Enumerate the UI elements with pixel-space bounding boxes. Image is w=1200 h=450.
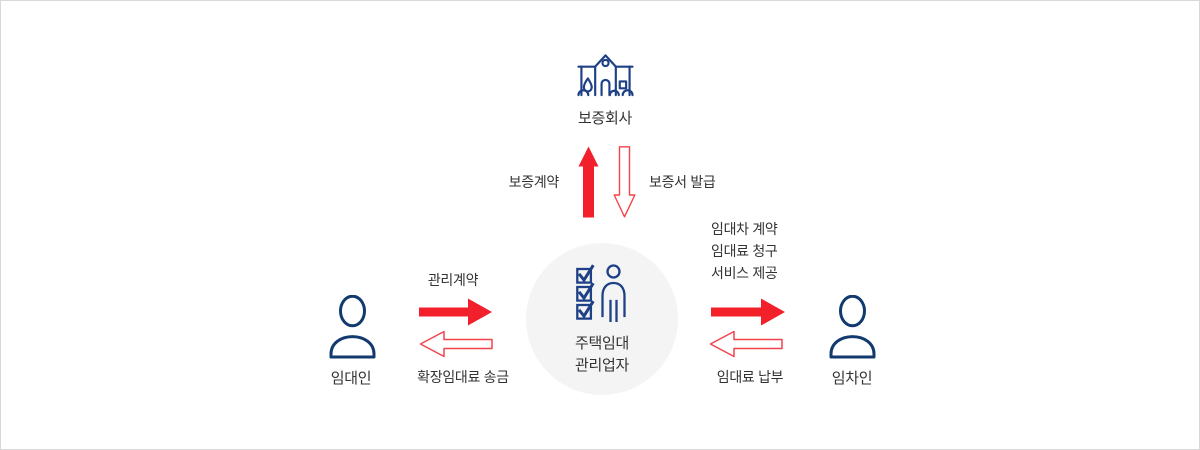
service-provision-label: 서비스 제공 [711, 265, 778, 281]
checklist-person-icon [576, 243, 628, 322]
manager-label-line1: 주택임대 [574, 335, 629, 352]
arrow-rent-remittance-left [419, 330, 493, 358]
management-contract-label: 관리계약 [427, 272, 479, 288]
arrow-management-contract-right [419, 297, 493, 327]
arrow-lease-services-right [711, 297, 786, 327]
rent-payment-label: 임대료 납부 [716, 369, 784, 385]
guarantee-company-label: 보증회사 [577, 110, 632, 127]
tenant-label: 임차인 [831, 370, 873, 387]
tenant-person-icon [829, 295, 876, 359]
guarantee-contract-label: 보증계약 [508, 174, 560, 190]
landlord-person-icon [329, 295, 376, 359]
manager-node: 주택임대 관리업자 [526, 243, 678, 395]
building-icon [577, 52, 634, 99]
lease-services-labels: 임대차 계약 임대료 청구 서비스 제공 [711, 218, 778, 284]
certificate-issue-label: 보증서 발급 [649, 174, 716, 190]
rent-billing-label: 임대료 청구 [711, 243, 778, 259]
manager-label-line2: 관리업자 [574, 357, 629, 374]
landlord-label: 임대인 [330, 370, 372, 387]
rent-remittance-label: 확장임대료 송금 [417, 369, 509, 385]
lease-contract-label: 임대차 계약 [711, 221, 778, 237]
arrow-certificate-issue-down [613, 146, 636, 218]
arrow-rent-payment-left [709, 330, 783, 358]
arrow-guarantee-contract-up [578, 146, 599, 218]
